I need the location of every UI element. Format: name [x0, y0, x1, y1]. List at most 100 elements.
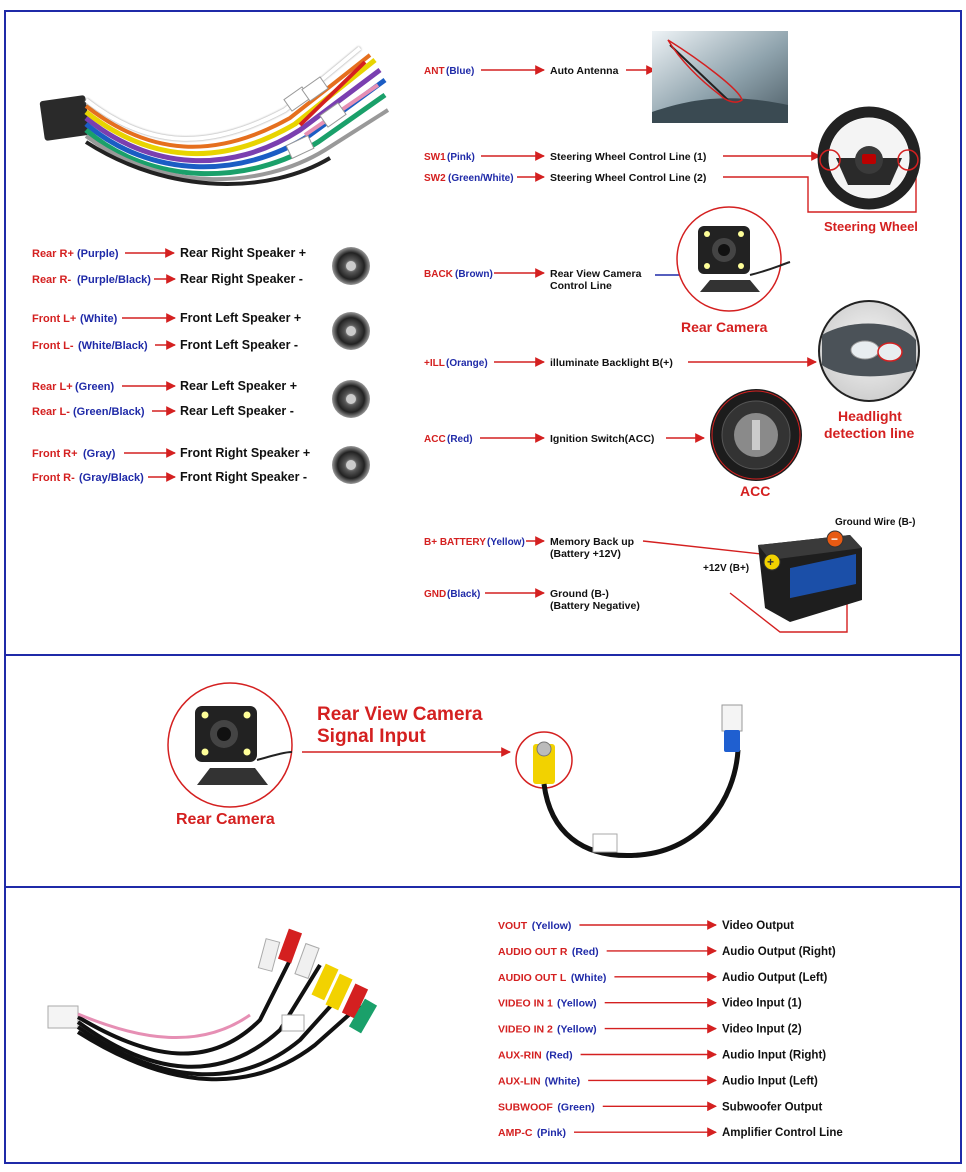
- steering-wheel-caption: Steering Wheel: [824, 219, 918, 234]
- rca-row-function: Audio Output (Left): [722, 972, 828, 984]
- wire-name: Front L+: [32, 313, 76, 325]
- wire-name: GND: [424, 589, 446, 600]
- rca-row-function: Video Input (1): [722, 998, 802, 1010]
- wire-function-line2: Control Line: [550, 280, 612, 292]
- rca-row-color: (Yellow): [557, 998, 597, 1010]
- rca-row-name: AUDIO OUT R: [498, 946, 568, 958]
- wire-color: (Pink): [447, 152, 475, 163]
- wire-row-rear-l-minus: Rear L- (Green/Black) Rear Left Speaker …: [32, 404, 294, 418]
- wire-function: Rear Right Speaker +: [180, 246, 306, 260]
- wire-row-sw1: SW1 (Pink) Steering Wheel Control Line (…: [424, 151, 821, 163]
- wire-row-sw2: SW2 (Green/White) Steering Wheel Control…: [424, 172, 917, 213]
- rca-row-audio-out-l: AUDIO OUT L (White) Audio Output (Left): [498, 972, 828, 984]
- speaker-icon: [332, 247, 370, 285]
- rca-row-name: AMP-C: [498, 1127, 533, 1139]
- rca-row-aux-rin: AUX-RIN (Red) Audio Input (Right): [498, 1050, 826, 1062]
- wire-color: (Purple): [77, 248, 119, 260]
- rca-row-function: Audio Input (Right): [722, 1050, 826, 1062]
- speaker-icon: [332, 312, 370, 350]
- wire-name: SW2: [424, 173, 446, 184]
- rca-row-name: SUBWOOF: [498, 1101, 553, 1113]
- rca-row-function: Video Output: [722, 920, 794, 932]
- wire-row-rear-l-plus: Rear L+ (Green) Rear Left Speaker +: [32, 379, 297, 393]
- acc-caption: ACC: [740, 483, 770, 499]
- wire-name: Rear R-: [32, 274, 71, 286]
- wire-color: (Yellow): [487, 537, 525, 548]
- car-antenna-image: [652, 31, 788, 123]
- wire-row-battery: B+ BATTERY (Yellow) Memory Back up (Batt…: [424, 536, 771, 560]
- rca-row-color: (White): [571, 972, 607, 984]
- wire-name: +ILL: [424, 358, 445, 369]
- rca-camera-cable-image: [515, 704, 743, 859]
- rear-camera-image: [676, 206, 791, 312]
- speaker-icon: [332, 380, 370, 418]
- wire-color: (White): [80, 313, 118, 325]
- wire-function: Memory Back up: [550, 536, 634, 548]
- rca-row-color: (White): [545, 1075, 581, 1087]
- rca-row-video-in-1: VIDEO IN 1 (Yellow) Video Input (1): [498, 998, 802, 1010]
- wire-color: (Purple/Black): [77, 274, 151, 286]
- section-rca: [4, 886, 962, 1164]
- headlight-caption-line1: Headlight: [838, 408, 902, 424]
- wire-row-ant: ANT (Blue) Auto Antenna: [424, 65, 656, 77]
- speaker-wire-list: Rear R+ (Purple) Rear Right Speaker + Re…: [32, 246, 310, 484]
- wire-row-front-r-minus: Front R- (Gray/Black) Front Right Speake…: [32, 470, 307, 484]
- rca-row-audio-out-r: AUDIO OUT R (Red) Audio Output (Right): [498, 946, 836, 958]
- wire-row-ill: +ILL (Orange) illuminate Backlight B(+): [424, 357, 817, 369]
- wire-name: SW1: [424, 152, 446, 163]
- wire-color: (Green): [75, 381, 114, 393]
- wire-name: Rear R+: [32, 248, 74, 260]
- wire-name: B+ BATTERY: [424, 537, 486, 548]
- rca-row-function: Subwoofer Output: [722, 1101, 822, 1113]
- rca-row-function: Audio Output (Right): [722, 946, 836, 958]
- wire-color: (Orange): [446, 358, 488, 369]
- rca-row-color: (Red): [572, 946, 599, 958]
- wire-row-front-l-plus: Front L+ (White) Front Left Speaker +: [32, 311, 301, 325]
- steering-wheel-icon: [817, 106, 921, 210]
- wire-row-acc: ACC (Red) Ignition Switch(ACC): [424, 433, 705, 445]
- rca-row-amp-c: AMP-C(Pink)Amplifier Control Line: [498, 1127, 843, 1139]
- camera-input-title-line1: Rear View Camera: [317, 704, 483, 725]
- rca-row-function: Amplifier Control Line: [722, 1127, 843, 1139]
- wire-color: (White/Black): [78, 340, 148, 352]
- speaker-icon: [332, 446, 370, 484]
- rca-row-color: (Green): [557, 1101, 594, 1113]
- wire-row-gnd: GND (Black) Ground (B-) (Battery Negativ…: [424, 545, 848, 633]
- wire-row-rear-r-minus: Rear R- (Purple/Black) Rear Right Speake…: [32, 272, 303, 286]
- wire-function: Rear Right Speaker -: [180, 272, 303, 286]
- wire-function: Rear Left Speaker +: [180, 379, 297, 393]
- wire-color: (Gray): [83, 448, 116, 460]
- wire-row-rear-r-plus: Rear R+ (Purple) Rear Right Speaker +: [32, 246, 306, 260]
- headlight-image: [818, 300, 920, 402]
- wire-function: Rear View Camera: [550, 268, 642, 280]
- wire-name: ACC: [424, 434, 446, 445]
- wire-name: ANT: [424, 66, 445, 77]
- wire-function: Ground (B-): [550, 588, 609, 600]
- rca-row-name: AUX-RIN: [498, 1050, 542, 1062]
- wire-function: Rear Left Speaker -: [180, 404, 294, 418]
- rca-row-name: AUX-LIN: [498, 1075, 541, 1087]
- wire-function-line2: (Battery Negative): [550, 600, 640, 612]
- camera-input-caption: Rear Camera: [176, 811, 275, 828]
- wire-name: Front R+: [32, 448, 78, 460]
- rca-row-subwoof: SUBWOOF (Green) Subwoofer Output: [498, 1101, 822, 1113]
- wire-color: (Gray/Black): [79, 472, 144, 484]
- rear-camera-large-image: [167, 682, 293, 808]
- wire-name: BACK: [424, 269, 454, 280]
- rca-row-name: VOUT: [498, 920, 528, 932]
- rca-row-name: VIDEO IN 1: [498, 998, 553, 1010]
- rca-row-color: (Red): [546, 1050, 573, 1062]
- rca-row-video-in-2: VIDEO IN 2(Yellow)Video Input (2): [498, 1024, 802, 1036]
- rca-row-color: (Yellow): [532, 920, 572, 932]
- wire-row-front-r-plus: Front R+ (Gray) Front Right Speaker +: [32, 446, 310, 460]
- battery-image: + −: [758, 530, 862, 622]
- rca-row-function: Audio Input (Left): [722, 1075, 818, 1087]
- rca-row-name: AUDIO OUT L: [498, 972, 567, 984]
- wire-name: Rear L+: [32, 381, 73, 393]
- ignition-switch-image: [710, 389, 802, 481]
- wire-function: Front Right Speaker -: [180, 470, 307, 484]
- wire-function-line2: (Battery +12V): [550, 548, 621, 560]
- wire-name: Front R-: [32, 472, 75, 484]
